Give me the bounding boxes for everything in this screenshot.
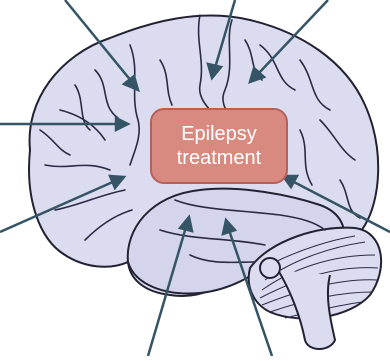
label-line-2: treatment bbox=[177, 146, 261, 170]
epilepsy-treatment-label: Epilepsy treatment bbox=[150, 108, 288, 184]
label-line-1: Epilepsy bbox=[181, 122, 257, 146]
pons bbox=[260, 258, 280, 278]
